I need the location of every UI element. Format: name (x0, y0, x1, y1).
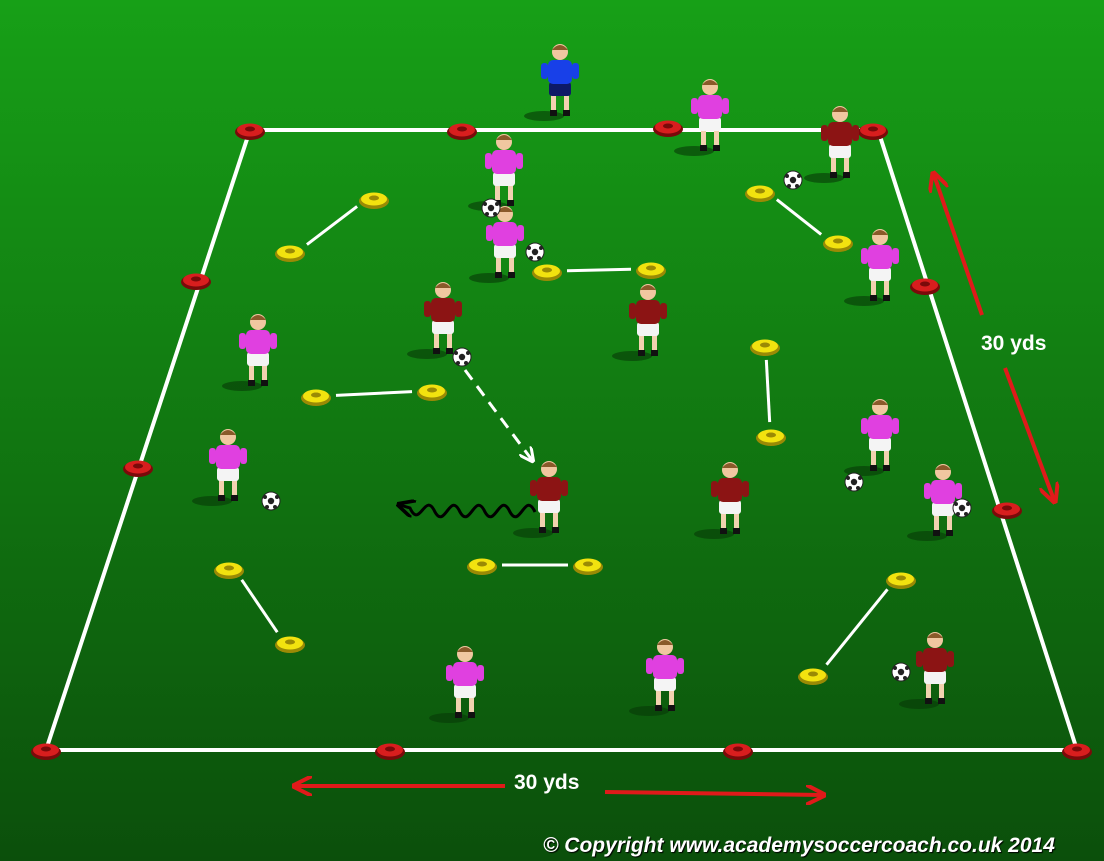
soccer-ball-icon (892, 663, 910, 681)
soccer-ball-icon (453, 348, 471, 366)
soccer-ball-icon (845, 473, 863, 491)
dimension-label-right: 30 yds (981, 332, 1046, 356)
soccer-ball-icon (784, 171, 802, 189)
copyright-text: © Copyright www.academysoccercoach.co.uk… (543, 834, 1055, 858)
dimension-label-bottom: 30 yds (514, 771, 579, 795)
soccer-ball-icon (482, 199, 500, 217)
soccer-ball-icon (953, 499, 971, 517)
soccer-ball-icon (262, 492, 280, 510)
gate-line (567, 269, 631, 270)
soccer-ball-icon (526, 243, 544, 261)
